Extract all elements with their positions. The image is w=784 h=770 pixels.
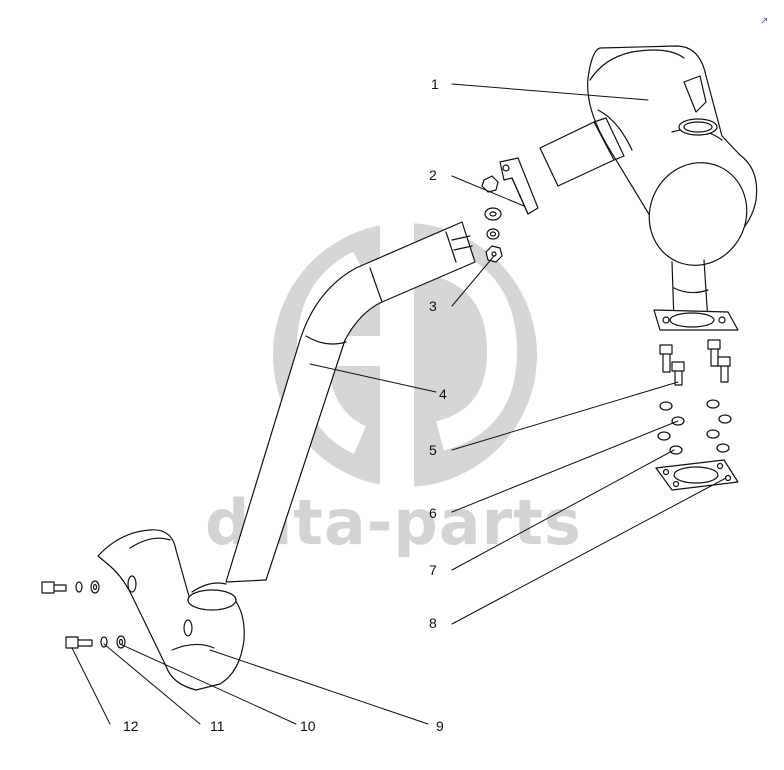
callout-11: 11 — [210, 718, 225, 734]
callout-5: 5 — [429, 442, 437, 458]
callout-12: 12 — [123, 718, 139, 734]
elbow-part-9 — [97, 529, 245, 691]
gasket-part-8 — [655, 459, 739, 491]
bolt-part-12 — [41, 581, 93, 649]
callout-2: 2 — [429, 167, 437, 183]
washer-part-11 — [75, 581, 108, 648]
callout-3: 3 — [429, 298, 437, 314]
callout-7: 7 — [429, 562, 437, 578]
washer-part-7 — [657, 429, 730, 455]
corner-mark-icon: ↗ — [760, 16, 769, 27]
washer-part-10 — [90, 580, 126, 649]
leader-lines — [71, 83, 727, 725]
callout-10: 10 — [300, 718, 316, 734]
muffler-part-1 — [539, 45, 758, 331]
callout-6: 6 — [429, 505, 437, 521]
bolt-set-part-3 — [481, 175, 503, 263]
callout-1: 1 — [431, 76, 439, 92]
callout-4: 4 — [439, 386, 447, 402]
bolt-part-5 — [659, 339, 731, 386]
washer-part-6 — [659, 399, 732, 426]
callout-9: 9 — [436, 718, 444, 734]
callout-8: 8 — [429, 615, 437, 631]
clamp-part-2 — [499, 157, 539, 215]
exhaust-pipe-part-4 — [225, 221, 476, 583]
